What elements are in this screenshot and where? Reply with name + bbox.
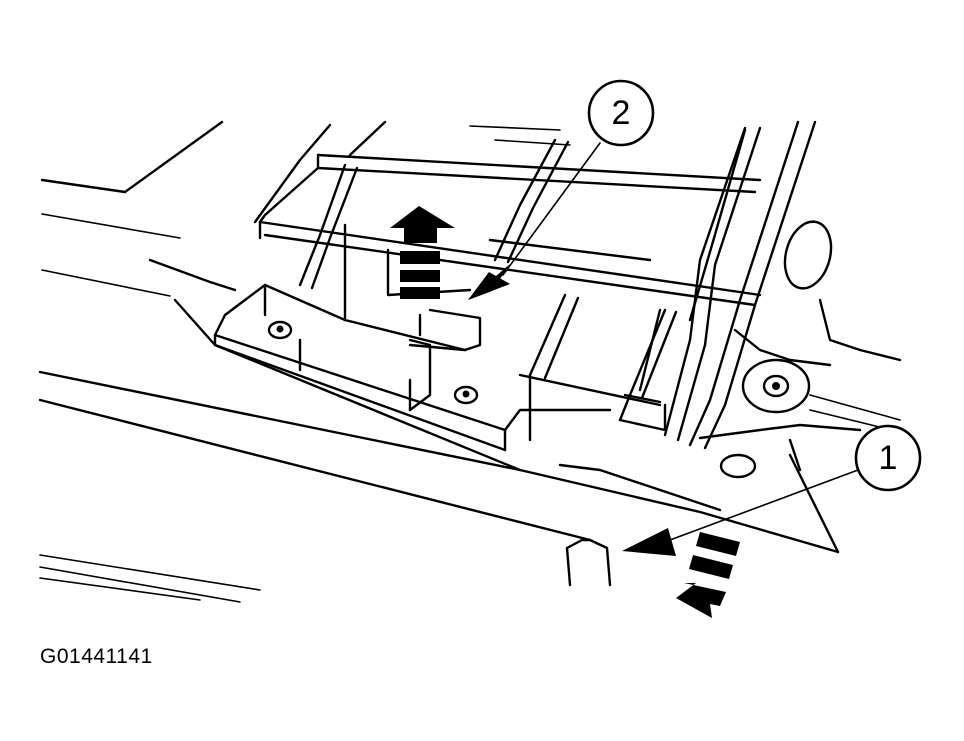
pull-direction-arrow	[676, 532, 740, 618]
callout-2: 2	[587, 79, 655, 147]
callout-2-leader	[468, 142, 601, 300]
callout-1-circle	[854, 424, 922, 492]
lift-direction-arrow	[390, 206, 455, 299]
callout-1: 1	[854, 424, 922, 492]
storage-tray-frame	[213, 153, 762, 452]
fastener-nuts	[267, 320, 479, 405]
callout-2-label: 2	[612, 94, 631, 132]
background-panel-outline	[40, 120, 571, 297]
console-body-outline	[38, 258, 840, 603]
callout-1-leader	[622, 469, 859, 556]
storage-tray-ribs	[258, 128, 762, 442]
callout-2-circle	[587, 79, 655, 147]
callout-1-label: 1	[879, 439, 898, 477]
side-rail-outline	[663, 120, 902, 479]
figure-id-code: G01441141	[40, 645, 153, 668]
